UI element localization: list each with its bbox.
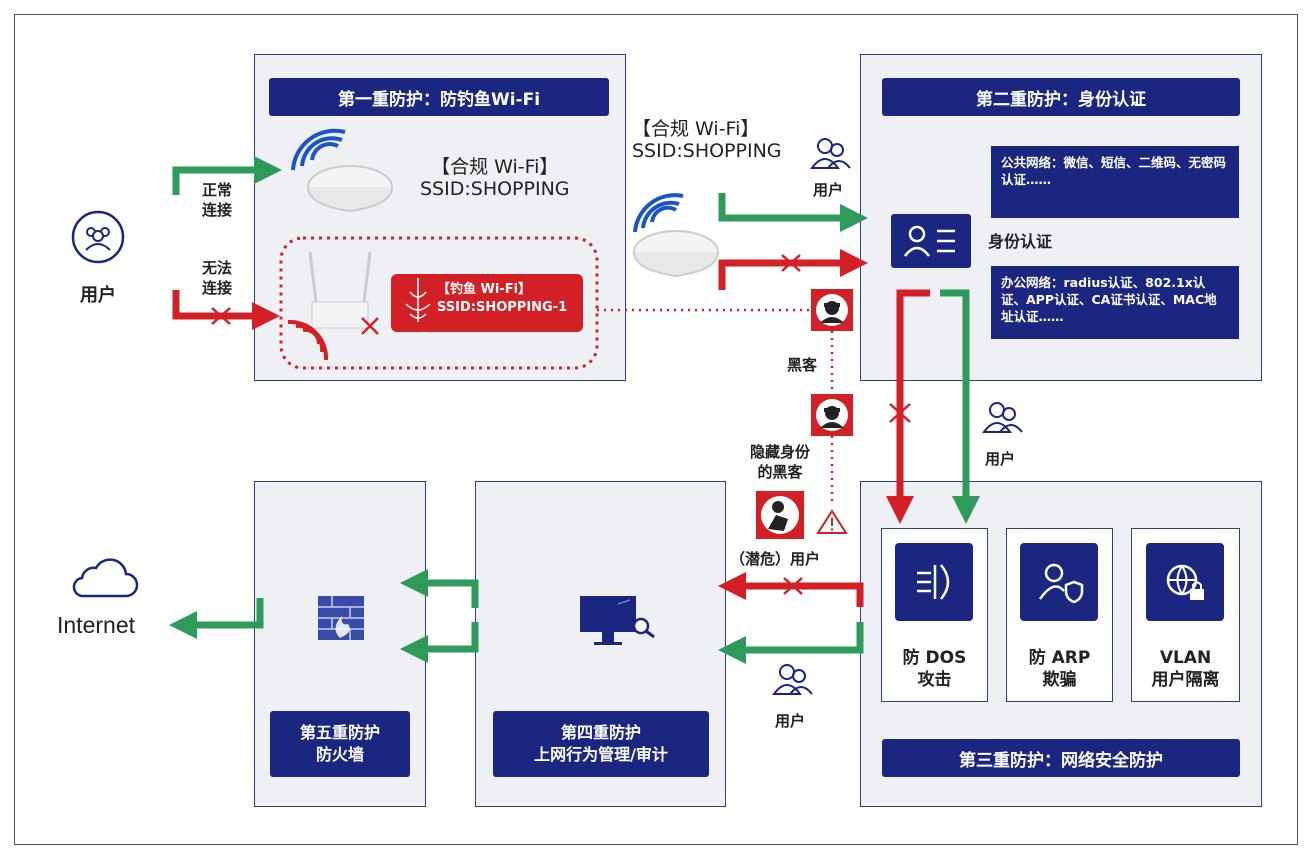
cross-icon [781, 254, 801, 272]
bottom-user-label: 用户 [775, 712, 806, 730]
layer4-line1: 第四重防护 [560, 723, 641, 742]
layer2-title: 第二重防护：身份认证 [882, 78, 1240, 116]
connect-fail-label: 无法 连接 [202, 258, 232, 298]
mid-access-point-icon [633, 193, 719, 278]
monitor-search-icon [580, 596, 655, 645]
connect-ok-label: 正常 连接 [202, 180, 232, 220]
right-user-label: 用户 [985, 450, 1016, 468]
identity-down-green [940, 289, 980, 524]
normal-connect-arrow [172, 156, 282, 195]
globe-lock-icon [1146, 543, 1224, 621]
layer5-line2: 防火墙 [315, 745, 364, 764]
rogue-router-icon [287, 251, 379, 361]
access-point-icon [291, 128, 393, 213]
phishing-zone [279, 236, 599, 370]
identity-card-icon [891, 214, 971, 268]
layer3-title: 第三重防护：网络安全防护 [882, 739, 1240, 777]
layer1-title: 第一重防护：防钓鱼Wi-Fi [269, 78, 609, 116]
mid-ssid-line1: 【合规 Wi-Fi】 [632, 118, 760, 140]
layer5-title: 第五重防护 防火墙 [270, 711, 410, 777]
user-main-icon [71, 210, 125, 264]
hacker-icon [811, 289, 853, 331]
hacker-label: 黑客 [787, 356, 818, 374]
vlan-line1: VLAN [1159, 648, 1212, 668]
dos-line1: 防 DOS [902, 648, 967, 668]
failed-connect-arrow [172, 290, 280, 330]
to-internet-arrow [169, 598, 264, 639]
user-main-label: 用户 [80, 285, 116, 306]
warning-icon [816, 509, 848, 534]
connect-fail-line2: 连接 [202, 279, 233, 297]
right-user-icon [982, 402, 1023, 433]
l4-l5-arrow-top [400, 569, 479, 608]
fishhook-icon [405, 278, 431, 322]
office-network-info: 办公网络：radius认证、802.1x认证、APP认证、CA证书认证、MAC地… [991, 266, 1239, 339]
public-network-info: 公共网络：微信、短信、二维码、无密码认证…… [991, 146, 1239, 218]
mid-user-label: 用户 [813, 181, 844, 199]
hidden-hacker-line1: 隐藏身份 [750, 443, 811, 461]
legit-ssid-line2: SSID:SHOPPING [420, 178, 570, 200]
hidden-hacker-line2: 的黑客 [757, 463, 803, 481]
hidden-hacker-label: 隐藏身份 的黑客 [750, 442, 810, 482]
identity-label: 身份认证 [988, 232, 1053, 251]
firewall-icon [318, 596, 364, 640]
internet-label: Internet [57, 612, 135, 638]
mid-user-icon [810, 138, 851, 169]
layer5-line1: 第五重防护 [299, 723, 380, 742]
connect-ok-line2: 连接 [202, 201, 233, 219]
thief-icon [756, 491, 804, 539]
potential-user-label: （潜危）用户 [730, 550, 821, 568]
bottom-user-icon [772, 664, 813, 695]
vlan-line2: 用户隔离 [1151, 670, 1220, 690]
l4-l5-arrow-bottom [400, 622, 479, 663]
layer4-line2: 上网行为管理/审计 [534, 745, 668, 764]
phish-ssid-line1: 【钓鱼 Wi-Fi】 [437, 282, 532, 297]
blocked-identity-arrow [718, 249, 868, 290]
dos-line2: 攻击 [917, 670, 952, 690]
legit-ssid-line1: 【合规 Wi-Fi】 [431, 156, 559, 178]
outer-frame [14, 14, 1298, 845]
arp-line1: 防 ARP [1028, 648, 1091, 668]
phishing-wifi-box: 【钓鱼 Wi-Fi】 SSID:SHOPPING-1 [391, 274, 583, 332]
legit-ssid-label: 【合规 Wi-Fi】 SSID:SHOPPING [420, 156, 570, 200]
layer4-title: 第四重防护 上网行为管理/审计 [493, 711, 709, 777]
user-flow-arrow [718, 622, 864, 664]
cross-icon [783, 577, 803, 595]
connect-fail-line1: 无法 [202, 259, 233, 277]
phish-ssid-line2: SSID:SHOPPING-1 [437, 300, 568, 315]
mid-ssid-label: 【合规 Wi-Fi】 SSID:SHOPPING [632, 118, 782, 162]
arp-line2: 欺骗 [1042, 670, 1077, 690]
cross-icon [211, 307, 231, 325]
hidden-hacker-icon [811, 394, 853, 436]
shield-filter-icon [895, 543, 973, 621]
connect-ok-line1: 正常 [202, 181, 233, 199]
mid-ssid-line2: SSID:SHOPPING [632, 140, 782, 162]
cloud-icon [72, 558, 139, 598]
to-identity-arrow [718, 193, 868, 232]
potential-user-arrow [718, 572, 864, 607]
user-shield-icon [1020, 543, 1098, 621]
cross-icon [889, 403, 911, 423]
identity-down-red [886, 289, 930, 524]
